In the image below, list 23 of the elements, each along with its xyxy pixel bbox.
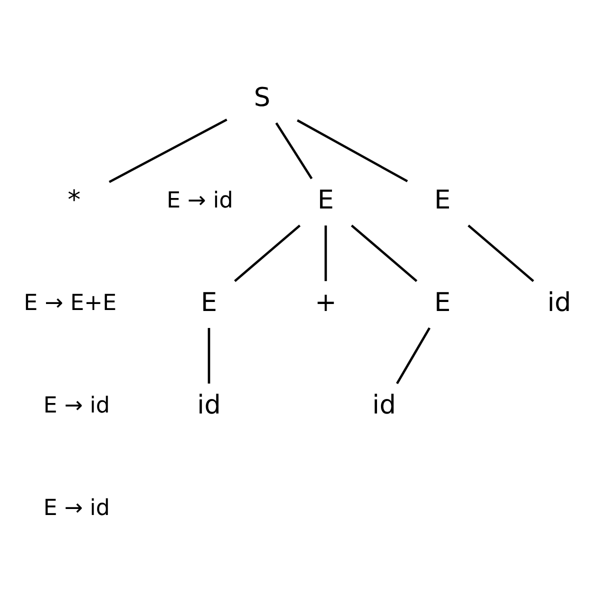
node-text: id [547, 287, 572, 318]
node-text: + [314, 287, 337, 318]
node-text: E [200, 287, 218, 318]
connector [468, 224, 534, 282]
connector [108, 118, 228, 183]
connector [208, 327, 210, 384]
connector [396, 326, 431, 384]
connector [350, 224, 418, 282]
connector [296, 118, 408, 182]
label: E → E+E [24, 290, 117, 316]
node-text: E [434, 185, 451, 216]
node-text: id [197, 390, 221, 420]
label: E → id [43, 495, 110, 520]
node-text: id [372, 390, 396, 420]
label: E → id [43, 392, 110, 418]
connector [234, 224, 301, 282]
label: E → id [166, 188, 234, 213]
node-text: E [318, 185, 334, 216]
connector [324, 224, 327, 281]
connector [275, 122, 313, 179]
node-text: S [254, 82, 270, 113]
node-text: E [434, 287, 451, 318]
node-text: * [68, 185, 81, 216]
